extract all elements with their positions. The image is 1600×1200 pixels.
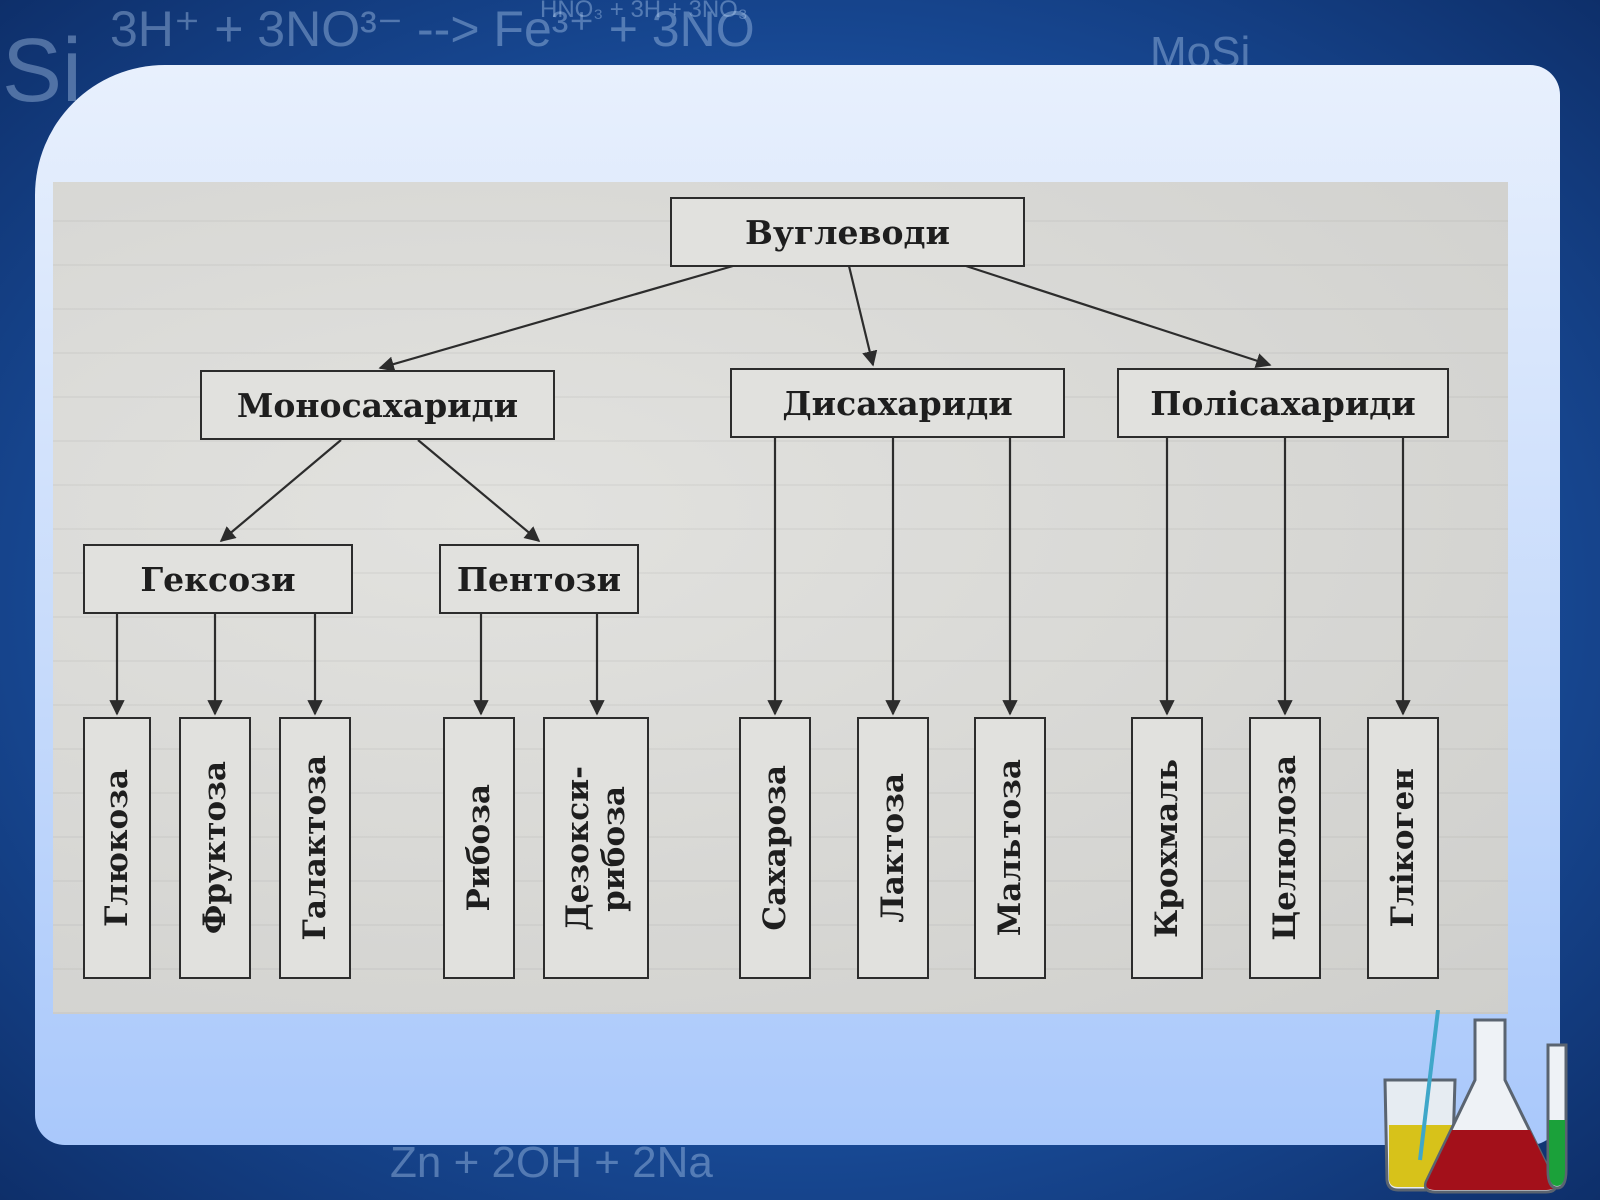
leaf-deoxyribose-label: Дезокси-рибоза (560, 766, 632, 931)
background-formula-top: 3H⁺ + 3NO³⁻ --> Fe³⁺ + 3NO (110, 1, 755, 57)
leaf-maltose: Мальтоза (974, 717, 1046, 979)
leaf-ribose-label: Рибоза (461, 784, 497, 912)
leaf-glycogen: Глікоген (1367, 717, 1439, 979)
leaf-fructose: Фруктоза (179, 717, 251, 979)
arrow-mono-pent (417, 439, 541, 542)
leaf-lactose-label: Лактоза (875, 773, 911, 923)
node-disaccharides: Дисахариди (730, 368, 1065, 438)
node-carbohydrates: Вуглеводи (670, 197, 1025, 267)
leaf-fructose-label: Фруктоза (197, 761, 233, 935)
background-formula-left: Si (2, 21, 83, 121)
background-formula-bottom: Zn + 2OH + 2Na (390, 1138, 713, 1187)
leaf-starch: Крохмаль (1131, 717, 1203, 979)
leaf-sucrose-label: Сахароза (757, 765, 793, 931)
leaf-galactose: Галактоза (279, 717, 351, 979)
diagram-paper: Вуглеводи Моносахариди Дисахариди Поліса… (53, 182, 1508, 1014)
node-carbohydrates-label: Вуглеводи (745, 212, 950, 252)
leaf-cellulose: Целюлоза (1249, 717, 1321, 979)
leaf-deoxyribose: Дезокси-рибоза (543, 717, 649, 979)
leaf-starch-label: Крохмаль (1149, 758, 1185, 938)
node-hexoses: Гексози (83, 544, 353, 614)
node-monosaccharides-label: Моносахариди (236, 385, 519, 425)
leaf-glucose-label: Глюкоза (99, 769, 135, 927)
node-disaccharides-label: Дисахариди (782, 383, 1013, 423)
leaf-maltose-label: Мальтоза (992, 759, 1028, 937)
lab-flasks-icon (1383, 1010, 1568, 1194)
leaf-sucrose: Сахароза (739, 717, 811, 979)
arrow-root-poly (965, 264, 1272, 369)
leaf-glucose: Глюкоза (83, 717, 151, 979)
leaf-deoxyribose-line2: рибоза (596, 785, 632, 911)
node-pentoses-label: Пентози (456, 559, 622, 599)
leaf-glycogen-label: Глікоген (1385, 768, 1421, 928)
leaf-cellulose-label: Целюлоза (1267, 755, 1303, 941)
node-polysaccharides-label: Полісахариди (1150, 383, 1416, 423)
arrow-mono-hex (219, 439, 342, 542)
leaf-lactose: Лактоза (857, 717, 929, 979)
node-pentoses: Пентози (439, 544, 639, 614)
diagram-connectors (109, 264, 1411, 716)
leaf-ribose: Рибоза (443, 717, 515, 979)
leaf-galactose-label: Галактоза (297, 755, 333, 941)
node-monosaccharides: Моносахариди (200, 370, 555, 440)
node-polysaccharides: Полісахариди (1117, 368, 1449, 438)
arrow-root-mono (378, 264, 734, 372)
node-hexoses-label: Гексози (140, 559, 296, 599)
leaf-deoxyribose-line1: Дезокси- (560, 765, 596, 931)
background-formula-top-small: HNO₃ + 3H + 3NO₃ (540, 0, 748, 23)
arrow-root-di (847, 265, 878, 367)
